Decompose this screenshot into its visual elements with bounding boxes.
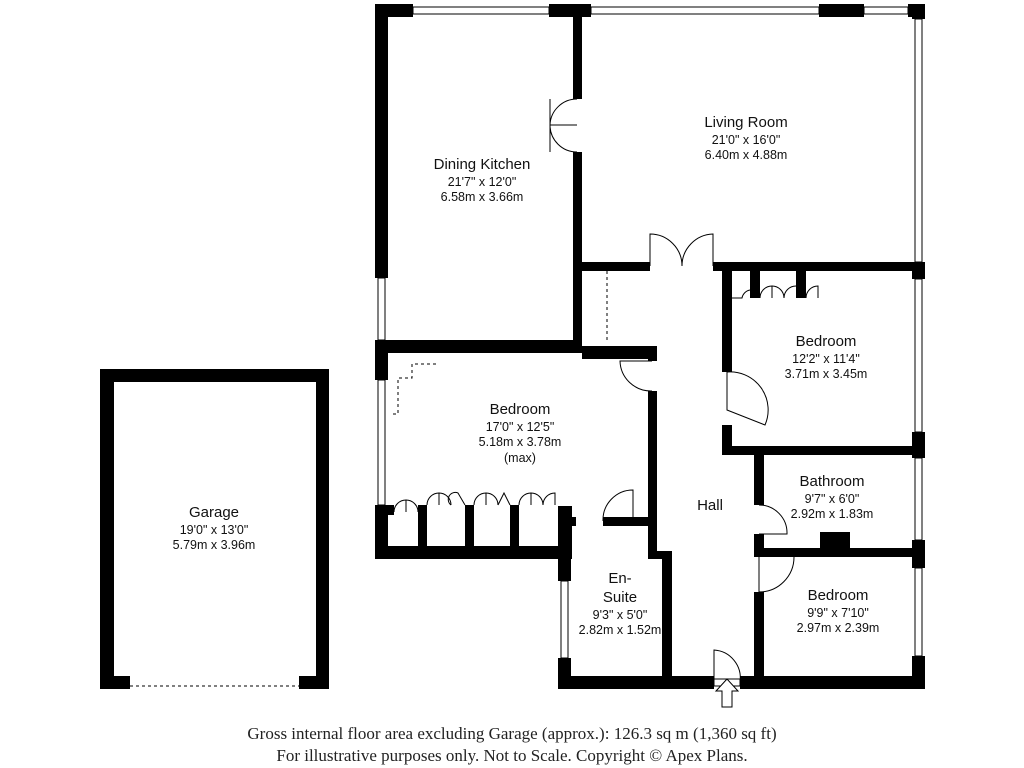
room-name: Bedroom — [795, 333, 857, 350]
room-bedroom-main: Bedroom 17'0" x 12'5" 5.18m x 3.78m (max… — [440, 401, 600, 467]
room-dimensions-imperial: 9'3" x 5'0" — [592, 607, 648, 622]
room-dimensions-imperial: 21'7" x 12'0" — [447, 174, 517, 189]
room-dimensions-imperial: 9'7" x 6'0" — [804, 491, 860, 506]
copyright-note: For illustrative purposes only. Not to S… — [276, 746, 748, 765]
doors — [392, 98, 819, 683]
room-name: Bedroom — [807, 587, 869, 604]
internal-walls — [375, 4, 925, 689]
room-hall: Hall — [680, 497, 740, 516]
room-dimensions-imperial: 9'9" x 7'10" — [807, 605, 869, 620]
room-dining-kitchen: Dining Kitchen 21'7" x 12'0" 6.58m x 3.6… — [402, 156, 562, 206]
room-dimensions-metric: 2.97m x 2.39m — [796, 621, 880, 636]
room-name-line1: En- — [608, 570, 632, 587]
room-bedroom-small: Bedroom 9'9" x 7'10" 2.97m x 2.39m — [768, 587, 908, 637]
room-dimensions-note: (max) — [504, 451, 536, 465]
room-dimensions-metric: 2.92m x 1.83m — [790, 507, 874, 522]
windows — [377, 6, 923, 687]
room-bedroom-east: Bedroom 12'2" x 11'4" 3.71m x 3.45m — [746, 333, 906, 383]
room-en-suite: En- Suite 9'3" x 5'0" 2.82m x 1.52m — [572, 570, 668, 639]
room-dimensions-metric: 3.71m x 3.45m — [784, 367, 868, 382]
entrance-arrow-icon — [714, 678, 740, 708]
room-name: Garage — [188, 504, 240, 521]
room-dimensions-metric: 6.58m x 3.66m — [440, 190, 524, 205]
room-garage: Garage 19'0" x 13'0" 5.79m x 3.96m — [134, 504, 294, 554]
room-dimensions-metric: 5.79m x 3.96m — [172, 538, 256, 553]
room-living-room: Living Room 21'0" x 16'0" 6.40m x 4.88m — [666, 114, 826, 164]
room-name: Living Room — [704, 114, 788, 131]
room-dimensions-imperial: 17'0" x 12'5" — [485, 419, 555, 434]
room-dimensions-imperial: 12'2" x 11'4" — [792, 351, 860, 366]
room-dimensions-metric: 5.18m x 3.78m — [478, 435, 562, 450]
room-dimensions-metric: 2.82m x 1.52m — [578, 623, 662, 638]
room-dimensions-imperial: 21'0" x 16'0" — [711, 132, 781, 147]
floor-area-note: Gross internal floor area excluding Gara… — [247, 724, 777, 743]
garage-walls — [100, 369, 329, 689]
room-name: Dining Kitchen — [433, 156, 531, 173]
room-name-line2: Suite — [602, 588, 638, 606]
room-name: Bathroom — [799, 473, 865, 490]
room-name: Hall — [697, 497, 723, 514]
room-name: Bedroom — [489, 401, 551, 418]
room-bathroom: Bathroom 9'7" x 6'0" 2.92m x 1.83m — [766, 473, 898, 523]
room-dimensions-imperial: 19'0" x 13'0" — [179, 522, 249, 537]
room-dimensions-metric: 6.40m x 4.88m — [704, 148, 788, 163]
